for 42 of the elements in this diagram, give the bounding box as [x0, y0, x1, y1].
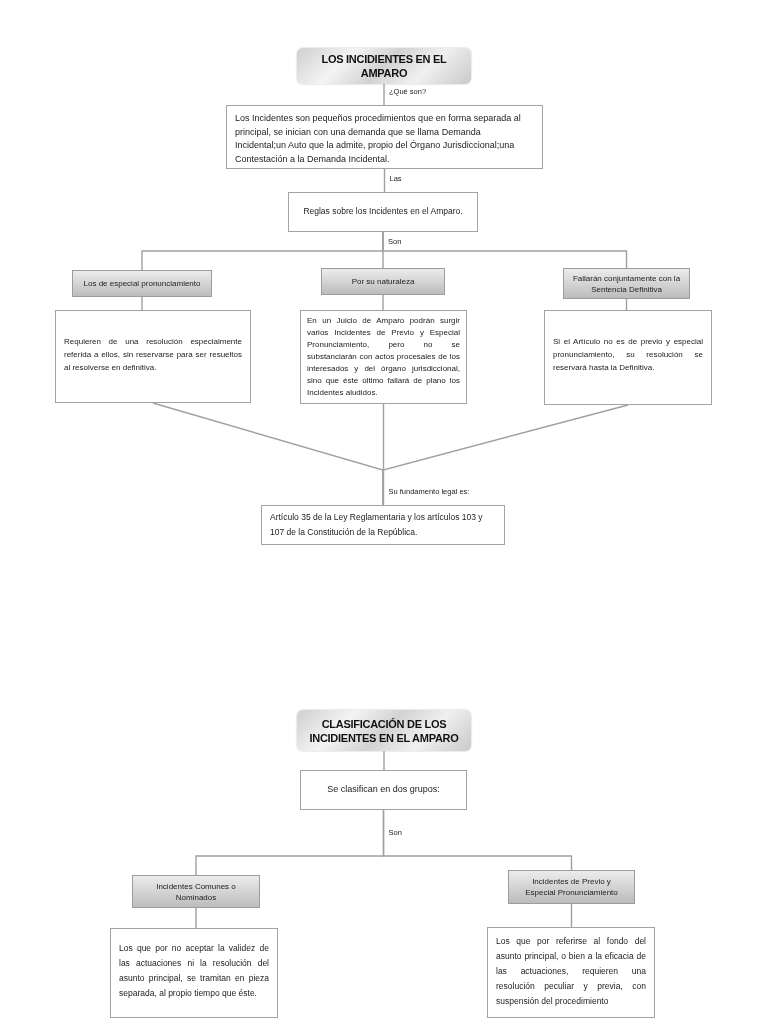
category-label: Por su naturaleza [351, 276, 415, 287]
description-text: Los que por referirse al fondo del asunto principal, o bien a la eficacia de las actuaciones, requieren una resolución peculiar y previa, con suspensión del procedimiento [495, 935, 647, 1008]
title-text: CLASIFICACIÓN DE LOS INCIDIENTES EN EL AMPARO [309, 716, 459, 745]
description-text: Reglas sobre los Incidentes en el Amparo. [302, 205, 464, 217]
description-text: Los que por no aceptar la validez de las actuaciones ni la resolución del asunto principal, se tramitan en pieza separada, al propio tiempo que éste. [118, 942, 270, 1000]
title-banner [297, 48, 471, 84]
text-box [300, 770, 467, 810]
description-text: Artículo 35 de la Ley Reglamentaria y los artículos 103 y 107 de la Constitución de la República. [269, 511, 484, 539]
text-box [55, 310, 251, 403]
text-box [300, 310, 467, 404]
category-header [132, 875, 260, 908]
text-box [110, 928, 278, 1018]
connector-line [383, 750, 385, 771]
text-box [261, 505, 505, 545]
description-text: Si el Artículo no es de previo y especial pronunciamiento, su resolución se reservará hasta la Definitiva. [552, 336, 704, 374]
description-text: Se clasifican en dos grupos: [326, 783, 441, 795]
connector-line [195, 907, 197, 929]
title-text: LOS INCIDIENTES EN EL AMPARO [320, 52, 448, 80]
text-box [544, 310, 712, 405]
connector-line [382, 404, 629, 506]
category-label: Los de especial pronunciamiento [83, 278, 201, 289]
category-header [321, 268, 445, 295]
category-label: Incidentes Comunes o Nominados [155, 880, 237, 903]
title-banner [297, 710, 471, 751]
category-label: Incidentes de Previo y Especial Pronunciamiento [524, 876, 619, 898]
connector-line [382, 294, 384, 311]
description-text: En un Juicio de Amparo podrán surgir varios Incidentes de Previo y Especial Pronunciamiento, pero no se substanciarán con actos procesales de los interesados y del órgano jurisdiccional, sino que éste último fallará de plano los Incidentes aludidos. [306, 315, 461, 399]
category-header [72, 270, 212, 297]
category-header [563, 268, 690, 299]
connector-line [383, 83, 385, 106]
text-box [226, 105, 543, 169]
category-label: Fallarán conjuntamente con la Sentencia Definitiva [572, 272, 681, 295]
connector-line [382, 231, 628, 269]
connector-line [141, 296, 143, 311]
connector-line [383, 168, 386, 193]
text-box [288, 192, 478, 232]
description-text: Requieren de una resolución especialmente referida a ellos, sin reservarse para ser resueltos al resolverse en definitiva. [63, 336, 243, 374]
text-box [487, 927, 655, 1018]
connector-line [382, 809, 573, 871]
description-text: Los Incidentes son pequeños procedimientos que en forma separada al principal, se inician con una demanda que se llama Demanda Incidental;un Auto que la admite, propio del Órgano Jurisdiccional;una Contestación a la Demanda Incidental. [234, 112, 522, 166]
connector-line [570, 903, 573, 928]
category-header [508, 870, 635, 904]
